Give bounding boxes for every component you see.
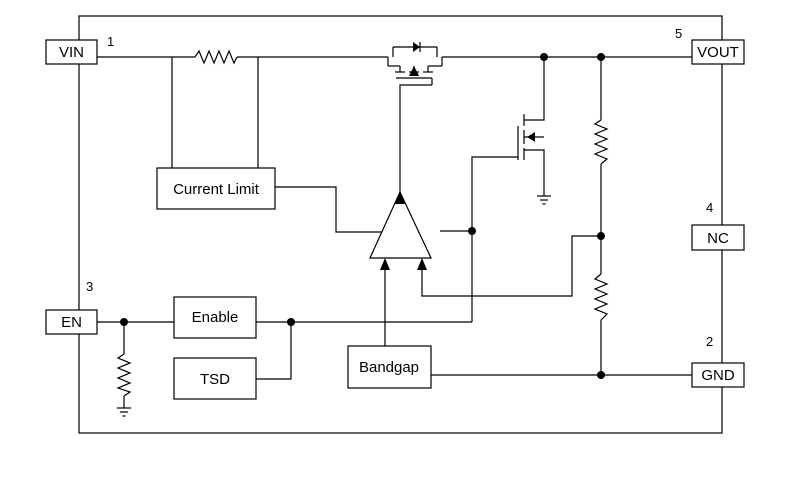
feedback-resistor-bottom <box>593 273 609 321</box>
pmos-pass-transistor <box>387 42 443 85</box>
wires <box>97 56 692 408</box>
junction-dot <box>120 318 128 326</box>
tsd-label: TSD <box>200 371 230 388</box>
pin-vin-number: 1 <box>107 34 114 49</box>
enable-label: Enable <box>192 309 239 326</box>
pmos-gate-arrow <box>395 192 405 204</box>
bandgap-label: Bandgap <box>359 359 419 376</box>
current-limit-block: Current Limit <box>156 167 276 210</box>
pin-nc-number: 4 <box>706 200 713 215</box>
junction-dot <box>540 53 548 61</box>
bandgap-block: Bandgap <box>347 345 432 389</box>
nmos-shunt-transistor <box>517 114 544 160</box>
junction-dot <box>468 227 476 235</box>
pin-gnd-number: 2 <box>706 334 713 349</box>
pin-gnd-label: GND <box>701 367 735 384</box>
en-pulldown-resistor <box>116 353 132 397</box>
pin-vout: VOUT 5 <box>675 26 745 65</box>
pin-vout-number: 5 <box>675 26 682 41</box>
pin-gnd: GND 2 <box>691 334 745 388</box>
amp-input-arrow-bandgap <box>380 258 390 270</box>
pin-vout-label: VOUT <box>697 44 739 61</box>
junction-dot <box>597 232 605 240</box>
feedback-resistor-top <box>593 119 609 165</box>
pin-nc: NC 4 <box>691 200 745 251</box>
ground-symbol-en <box>117 407 131 417</box>
pin-en-label: EN <box>61 314 82 331</box>
pin-en-number: 3 <box>86 279 93 294</box>
pin-en: EN 3 <box>45 279 98 335</box>
ground-symbol-shunt <box>537 195 551 205</box>
current-limit-label: Current Limit <box>173 181 260 198</box>
amp-input-arrow-feedback <box>417 258 427 270</box>
junction-dot <box>597 53 605 61</box>
pin-vin-label: VIN <box>59 44 84 61</box>
sense-resistor <box>194 49 238 65</box>
error-amplifier <box>369 190 432 259</box>
junction-dot <box>287 318 295 326</box>
pin-nc-label: NC <box>707 230 729 247</box>
junction-dot <box>597 371 605 379</box>
pin-vin: VIN 1 <box>45 34 114 65</box>
tsd-block: TSD <box>173 357 257 400</box>
enable-block: Enable <box>173 296 257 339</box>
